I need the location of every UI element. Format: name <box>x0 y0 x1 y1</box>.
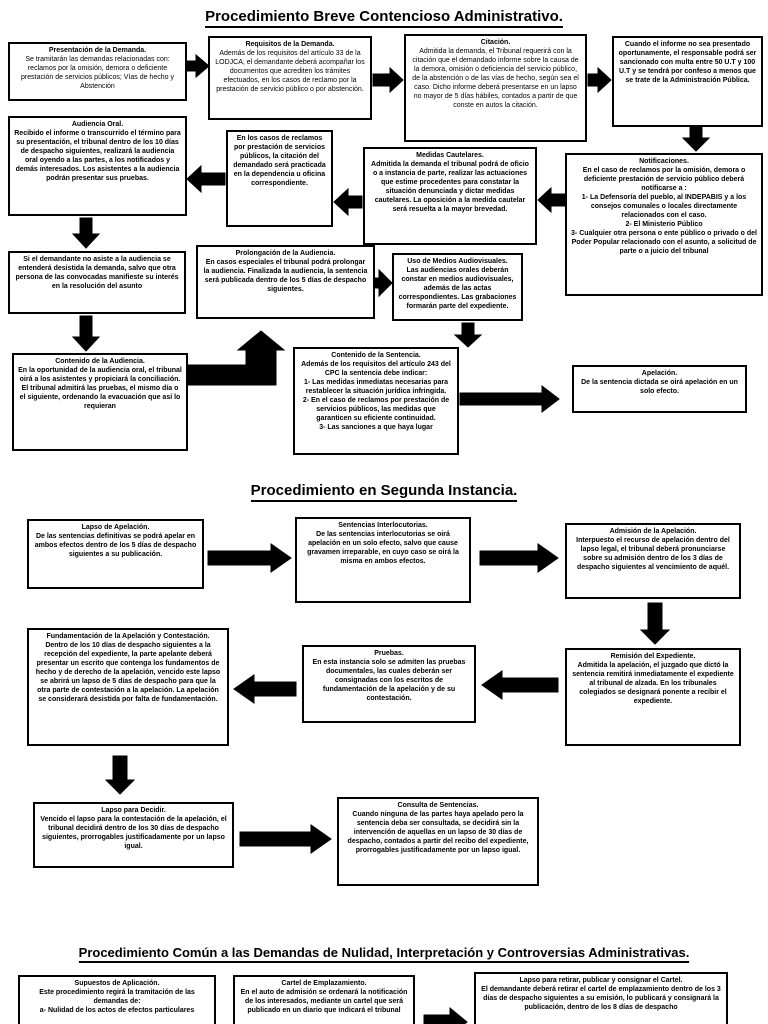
box-title: Remisión del Expediente. <box>610 653 696 660</box>
box-fundamentacion-apelacion: Fundamentación de la Apelación y Contest… <box>27 628 229 746</box>
box-title: Prolongación de la Audiencia. <box>235 250 336 257</box>
box-title: Medidas Cautelares. <box>416 152 484 159</box>
box-title: Contenido de la Sentencia. <box>331 352 421 359</box>
box-body: En la oportunidad de la audiencia oral, … <box>18 366 182 410</box>
flow-arrow-right-icon <box>587 66 612 94</box>
box-body: En el auto de admisión se ordenará la no… <box>240 988 408 1014</box>
box-body: De las sentencias definitivas se podrá a… <box>34 532 197 558</box>
box-reclamos-servicios: En los casos de reclamos por prestación … <box>226 130 333 227</box>
box-body: Interpuesto el recurso de apelación dent… <box>576 536 730 571</box>
flow-arrow-down-icon <box>453 322 483 348</box>
box-cartel-emplazamiento: Cartel de Emplazamiento. En el auto de a… <box>233 975 415 1024</box>
box-title: Fundamentación de la Apelación y Contest… <box>46 633 210 640</box>
box-body: En los casos de reclamos por prestación … <box>233 135 326 187</box>
flow-arrow-right-icon <box>423 1006 468 1024</box>
box-body: Admitida la demanda, el Tribunal requeri… <box>412 47 579 109</box>
box-desistimiento: Si el demandante no asiste a la audienci… <box>8 251 186 314</box>
flow-arrow-right-icon <box>207 543 292 573</box>
box-lapso-apelacion: Lapso de Apelación. De las sentencias de… <box>27 519 204 589</box>
box-pruebas: Pruebas. En esta instancia solo se admit… <box>302 645 476 723</box>
box-audiencia-oral: Audiencia Oral. Recibido el informe o tr… <box>8 116 187 216</box>
box-presentacion-demanda: Presentación de la Demanda. Se tramitará… <box>8 42 187 101</box>
box-title: Citación. <box>480 39 511 46</box>
box-body: Se tramitarán las demandas relacionadas … <box>21 55 174 90</box>
box-body: Recibido el informe o transcurrido el té… <box>14 129 181 182</box>
section3-title: Procedimiento Común a las Demandas de Nu… <box>0 945 768 963</box>
flow-arrow-right-icon <box>239 824 332 854</box>
box-body: Este procedimiento regirá la tramitación… <box>39 988 195 1014</box>
flow-arrow-right-icon <box>372 66 404 94</box>
box-body: De las sentencias interlocutorias se oir… <box>307 530 459 565</box>
box-title: Sentencias Interlocutorias. <box>338 522 428 529</box>
flow-arrow-left-icon <box>186 164 226 194</box>
flow-arrow-left-icon <box>333 187 363 217</box>
box-title: Requisitos de la Demanda. <box>245 41 335 48</box>
box-body: De la sentencia dictada se oirá apelació… <box>581 378 738 395</box>
box-title: Uso de Medios Audiovisuales. <box>407 258 508 265</box>
flow-arrow-down-icon <box>104 755 136 795</box>
box-body: Dentro de los 10 días de despacho siguie… <box>35 641 221 703</box>
box-title: Lapso para retirar, publicar y consignar… <box>519 977 683 984</box>
box-body: Si el demandante no asiste a la audienci… <box>15 256 179 290</box>
box-title: Pruebas. <box>374 650 404 657</box>
flow-arrow-down-icon <box>71 217 101 249</box>
box-title: Supuestos de Aplicación. <box>74 980 160 987</box>
box-body: Vencido el lapso para la contestación de… <box>40 815 227 850</box>
box-requisitos-demanda: Requisitos de la Demanda. Además de los … <box>208 36 372 120</box>
flow-arrow-right-icon <box>459 384 560 414</box>
flow-arrow-left-icon <box>537 186 566 214</box>
flow-arrow-down-icon <box>681 123 711 152</box>
flow-arrow-right-icon <box>186 53 210 79</box>
box-apelacion: Apelación. De la sentencia dictada se oi… <box>572 365 747 413</box>
box-medidas-cautelares: Medidas Cautelares. Admitida la demanda … <box>363 147 537 245</box>
flow-arrow-left-icon <box>233 674 297 704</box>
box-informe-sancion: Cuando el informe no sea presentado opor… <box>612 36 763 127</box>
box-consulta-sentencias: Consulta de Sentencias. Cuando ninguna d… <box>337 797 539 886</box>
box-body: En casos especiales el tribunal podrá pr… <box>203 258 368 293</box>
box-supuestos-aplicacion: Supuestos de Aplicación. Este procedimie… <box>18 975 216 1024</box>
flow-arrow-left-icon <box>481 670 559 700</box>
box-title: Lapso de Apelación. <box>81 524 150 531</box>
box-admision-apelacion: Admisión de la Apelación. Interpuesto el… <box>565 523 741 599</box>
box-body: Admitida la demanda el tribunal podrá de… <box>371 160 529 213</box>
box-body: Cuando el informe no sea presentado opor… <box>618 41 757 84</box>
box-body: Admitida la apelación, el juzgado que di… <box>572 661 734 705</box>
box-title: Cartel de Emplazamiento. <box>281 980 367 987</box>
box-title: Presentación de la Demanda. <box>48 47 147 54</box>
box-medios-audiovisuales: Uso de Medios Audiovisuales. Las audienc… <box>392 253 523 321</box>
box-title: Apelación. <box>641 370 678 377</box>
flow-elbow-up-arrow-icon <box>186 330 286 386</box>
box-contenido-audiencia: Contenido de la Audiencia. En la oportun… <box>12 353 188 451</box>
section2-title: Procedimiento en Segunda Instancia. <box>0 482 768 502</box>
box-notificaciones: Notificaciones. En el caso de reclamos p… <box>565 153 763 296</box>
box-remision-expediente: Remisión del Expediente. Admitida la ape… <box>565 648 741 746</box>
box-lapso-cartel: Lapso para retirar, publicar y consignar… <box>474 972 728 1024</box>
box-contenido-sentencia: Contenido de la Sentencia. Además de los… <box>293 347 459 455</box>
section1-title: Procedimiento Breve Contencioso Administ… <box>0 8 768 28</box>
box-body: Las audiencias orales deberán constar en… <box>398 266 517 310</box>
box-title: Consulta de Sentencias. <box>397 802 479 809</box>
box-body: El demandante deberá retirar el cartel d… <box>481 985 721 1011</box>
box-sentencias-interlocutorias: Sentencias Interlocutorias. De las sente… <box>295 517 471 603</box>
box-title: Contenido de la Audiencia. <box>55 358 145 365</box>
box-title: Notificaciones. <box>639 158 689 165</box>
box-body: Cuando ninguna de las partes haya apelad… <box>347 810 529 854</box>
flow-arrow-right-icon <box>373 268 393 298</box>
flow-arrow-down-icon <box>639 602 671 645</box>
box-title: Admisión de la Apelación. <box>609 528 697 535</box>
box-body: En el caso de reclamos por la omisión, d… <box>571 166 757 255</box>
flow-arrow-right-icon <box>479 543 559 573</box>
box-lapso-decidir: Lapso para Decidir. Vencido el lapso par… <box>33 802 234 868</box>
box-title: Lapso para Decidir. <box>101 807 166 814</box>
box-body: En esta instancia solo se admiten las pr… <box>312 658 466 702</box>
box-prolongacion-audiencia: Prolongación de la Audiencia. En casos e… <box>196 245 375 319</box>
flow-arrow-down-icon <box>71 315 101 352</box>
box-citacion: Citación. Admitida la demanda, el Tribun… <box>404 34 587 142</box>
box-body: Además de los requisitos del artículo 33… <box>215 49 365 93</box>
box-body: Además de los requisitos del artículo 24… <box>301 360 451 431</box>
box-title: Audiencia Oral. <box>71 121 124 128</box>
